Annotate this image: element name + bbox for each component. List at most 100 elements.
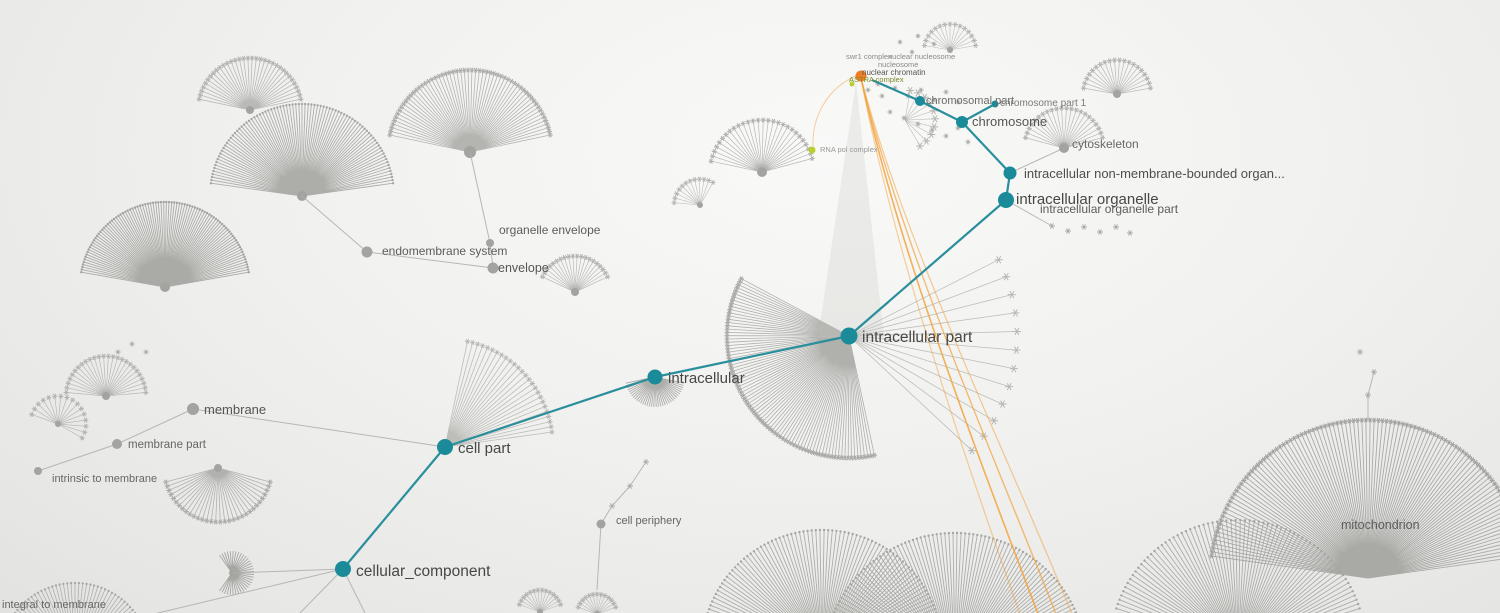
node-intracellular[interactable] [647, 369, 663, 385]
fan-tip-stars [163, 479, 273, 525]
graph-label: intracellular organelle [1016, 191, 1159, 208]
fan-tip-stars [671, 176, 716, 206]
node-envelope[interactable] [487, 262, 499, 274]
graph-label: envelope [498, 261, 549, 275]
node-membrane[interactable] [187, 403, 199, 415]
graph-label: swr1 complex [846, 52, 892, 61]
graph-label: chromosomal part [926, 95, 1014, 107]
node-cellular-component[interactable] [335, 561, 351, 577]
fan-cluster [578, 594, 616, 613]
fan-tip-stars [1208, 417, 1500, 559]
fan-cluster [444, 341, 552, 448]
fan-tip-stars [906, 86, 939, 150]
orange-edge [860, 77, 1039, 613]
cluster-node[interactable] [571, 288, 579, 296]
node-cell-periphery[interactable] [596, 519, 606, 529]
fan-cluster [199, 57, 301, 111]
fan-cluster [389, 69, 551, 153]
fan-tip-stars [724, 276, 877, 461]
graph-label: nucleosome [878, 60, 918, 69]
node-intrinsic-to-membrane[interactable] [34, 467, 42, 475]
graph-label: nuclear nucleosome [888, 52, 955, 61]
graph-label: cytoskeleton [1072, 137, 1139, 151]
fan-tip-stars [63, 353, 149, 396]
orange-edge [860, 77, 1073, 613]
fan-cluster [210, 104, 394, 197]
cluster-node[interactable] [160, 282, 170, 292]
fan-cluster [66, 356, 146, 397]
node-endomembrane-system[interactable] [361, 246, 373, 258]
orange-edge [860, 77, 1021, 613]
graph-label: intracellular organelle part [1040, 202, 1179, 216]
node-astra-complex[interactable] [849, 81, 855, 87]
graph-label: membrane part [128, 439, 207, 451]
cluster-node[interactable] [697, 202, 703, 208]
graph-label: chromosome part 1 [1000, 98, 1087, 109]
fan-cluster [711, 119, 813, 173]
fan-tip-stars [539, 253, 611, 280]
node-chromosome[interactable] [956, 116, 968, 128]
node-membrane-part[interactable] [112, 439, 122, 449]
graph-label: chromosome [972, 114, 1047, 129]
node-cell-part[interactable] [437, 439, 453, 455]
fan-tip-stars [464, 338, 555, 435]
edge-bundle-wedge [818, 82, 884, 338]
graph-label: intracellular [668, 370, 745, 387]
fan-tip-stars [1080, 57, 1154, 91]
fan-tip-stars [29, 393, 89, 441]
cluster-node[interactable] [246, 106, 254, 114]
cluster-node[interactable] [947, 47, 953, 53]
graph-label: mitochondrion [1341, 518, 1420, 532]
node-chromosome-part-1[interactable] [991, 100, 999, 108]
fan-cluster [625, 376, 685, 408]
node-organelle-envelope[interactable] [486, 239, 494, 247]
node-non-membrane-bounded-organelle[interactable] [1003, 166, 1017, 180]
fan-tip-stars [196, 55, 304, 102]
graph-label: intrinsic to membrane [52, 473, 157, 485]
cluster-node[interactable] [1113, 90, 1121, 98]
fan-cluster [31, 396, 86, 439]
node-nucleosome[interactable] [855, 70, 867, 82]
graph-label: cell periphery [616, 515, 682, 527]
graph-label: ASTRA complex [849, 75, 904, 84]
fan-cluster [542, 256, 608, 293]
fan-cluster [924, 24, 976, 51]
graph-label: organelle envelope [499, 223, 601, 237]
cluster-node[interactable] [55, 421, 61, 427]
node-cluster-stars [1049, 223, 1133, 236]
fan-cluster [904, 90, 936, 147]
node-intracellular-organelle[interactable] [998, 192, 1014, 208]
node-cluster-stars [897, 33, 937, 55]
node-cluster-stars [865, 81, 971, 145]
graph-label: membrane [204, 402, 266, 417]
fan-cluster [833, 532, 1077, 613]
cluster-node[interactable] [214, 464, 222, 472]
fan-cluster [219, 550, 255, 596]
cluster-node[interactable] [102, 392, 110, 400]
fan-tip-stars [967, 255, 1021, 455]
fan-tip-stars [921, 21, 979, 48]
fan-cluster [81, 201, 249, 288]
node-intracellular-part[interactable] [840, 327, 858, 345]
cluster-node[interactable] [537, 609, 543, 613]
teal-path-edge [342, 78, 1012, 570]
node-cytoskeleton[interactable] [1059, 143, 1069, 153]
node-chromosomal-part[interactable] [915, 96, 925, 106]
orange-edge [860, 77, 1057, 613]
fan-cluster [726, 278, 875, 459]
graph-label: cell part [458, 440, 511, 457]
cluster-node[interactable] [757, 167, 767, 177]
graph-label: intracellular part [862, 329, 973, 346]
fan-tip-dots [13, 581, 137, 613]
fan-cluster [1116, 519, 1360, 613]
fan-tip-stars [708, 117, 815, 164]
fan-cluster [165, 467, 271, 523]
graph-label: nuclear chromatin [862, 68, 926, 77]
fan-cluster [1025, 108, 1103, 149]
graph-label: RNA pol complex [820, 145, 878, 154]
node-rna-pol-complex[interactable] [808, 146, 816, 154]
fan-tip-stars [1022, 105, 1106, 141]
fan-cluster [1083, 60, 1151, 95]
